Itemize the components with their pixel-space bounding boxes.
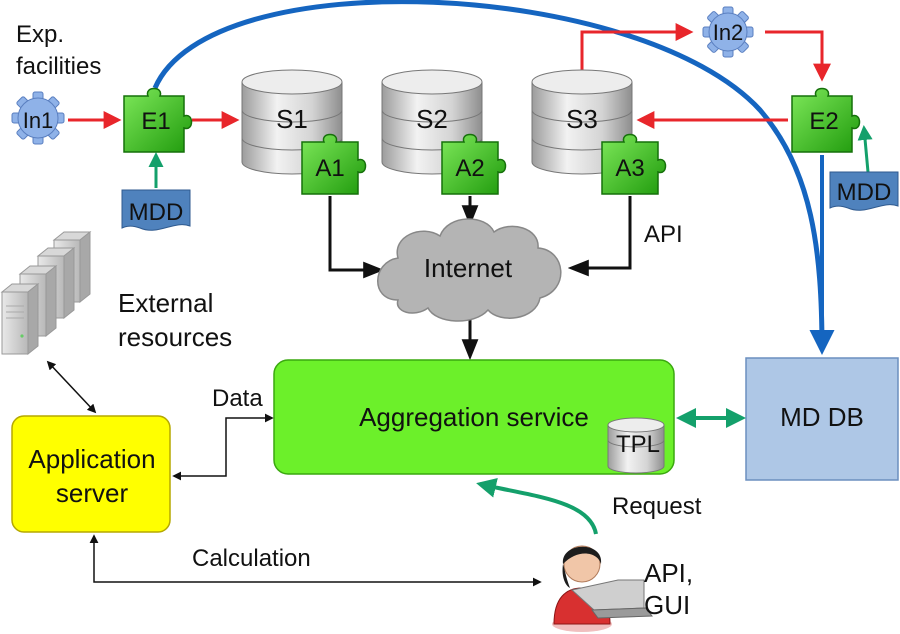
a1-label: A1 [315, 155, 344, 182]
e1-puzzle-icon [123, 87, 193, 153]
external-servers-icon [0, 230, 92, 356]
exp-facilities-label-line2: facilities [16, 53, 101, 80]
application-server-label-line2: server [56, 478, 129, 508]
s2-label: S2 [416, 104, 448, 134]
md-db-box [745, 357, 899, 481]
application-server-label-line1: Application [28, 444, 155, 474]
mdd-left-label: MDD [129, 199, 184, 226]
app-to-aggregation-arrow [172, 413, 274, 481]
e2-label: E2 [809, 108, 838, 135]
app-to-external-arrow [46, 360, 97, 414]
aggregation-service-label: Aggregation service [359, 402, 589, 432]
external-resources-label-line1: External [118, 288, 213, 318]
external-resources-label-line2: resources [118, 322, 232, 352]
internet-label: Internet [424, 253, 513, 283]
a1-puzzle-icon [301, 133, 367, 195]
s3-label: S3 [566, 104, 598, 134]
s3-to-in2-arrow [580, 23, 694, 70]
a2-puzzle-icon [441, 133, 507, 195]
metadata-flow-arrow [152, 0, 835, 355]
exp-facilities-label-line1: Exp. [16, 21, 64, 48]
a3-to-internet-arrow [567, 196, 632, 277]
mdd-left-document-icon [121, 189, 191, 231]
api-label: API [644, 221, 683, 248]
data-label: Data [212, 385, 263, 412]
aggregation-service-box [273, 359, 675, 475]
e2-puzzle-icon [791, 87, 861, 153]
md-db-label: MD DB [780, 402, 864, 432]
e1-label: E1 [141, 108, 170, 135]
in2-gear-icon [702, 6, 754, 58]
tpl-label: TPL [616, 431, 660, 458]
tpl-storage-icon [607, 417, 665, 474]
calculation-arrow [89, 534, 542, 587]
api-gui-label-line1: API, [644, 558, 693, 588]
api-gui-label-line2: GUI [644, 590, 690, 620]
mdd-to-e2-arrow [857, 125, 873, 173]
a3-label: A3 [615, 155, 644, 182]
in1-gear-icon [11, 91, 65, 145]
user-laptop-icon [552, 545, 653, 632]
internet-cloud [377, 218, 562, 322]
request-label: Request [612, 493, 702, 520]
application-server-box [11, 415, 171, 533]
in2-label: In2 [713, 20, 744, 45]
mdd-right-document-icon [829, 171, 899, 211]
s1-label: S1 [276, 104, 308, 134]
request-arrow [476, 478, 598, 535]
mdd-right-label: MDD [837, 179, 892, 206]
calculation-label: Calculation [192, 545, 311, 572]
a3-puzzle-icon [601, 133, 667, 195]
a2-label: A2 [455, 155, 484, 182]
in1-label: In1 [23, 108, 54, 133]
a1-to-internet-arrow [328, 196, 385, 279]
in2-to-e2-arrow [765, 30, 831, 82]
